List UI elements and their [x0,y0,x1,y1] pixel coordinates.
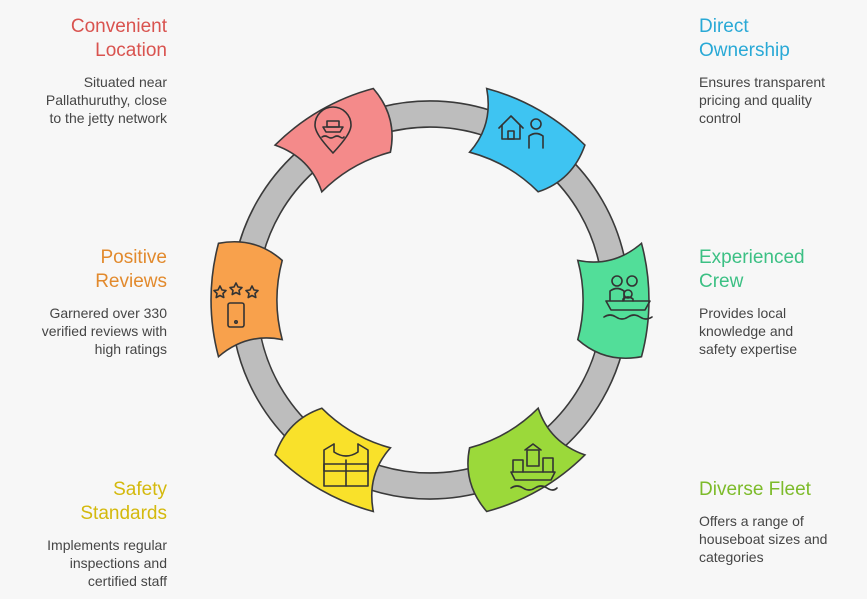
desc-line: Offers a range of [699,513,804,529]
label-description: Situated near Pallathuruthy, close to th… [46,73,167,127]
desc-line: knowledge and [699,323,794,339]
life-vest-icon [323,443,369,487]
crew-in-boat-icon [603,275,653,320]
title-line: Crew [699,271,744,292]
label-diverse-fleet: Diverse Fleet Offers a range of houseboa… [699,478,827,566]
title-line: Safety [113,479,167,500]
desc-line: Implements regular [47,537,167,553]
label-title: Safety Standards [47,478,167,526]
houseboat-location-pin-icon [314,106,352,154]
label-description: Implements regular inspections and certi… [47,536,167,590]
title-line: Convenient [70,16,167,37]
ring-segments [210,87,650,513]
desc-line: inspections and [69,555,167,571]
desc-line: control [699,110,742,126]
desc-line: houseboat sizes and [699,531,828,547]
label-direct-ownership: Direct Ownership Ensures transparent pri… [699,15,825,127]
desc-line: Provides local [699,305,787,321]
desc-line: high ratings [94,341,167,357]
desc-line: verified reviews with [41,323,167,339]
title-line: Reviews [95,271,167,292]
label-positive-reviews: Positive Reviews Garnered over 330 verif… [42,246,167,358]
title-line: Direct [699,16,749,37]
label-description: Provides local knowledge and safety expe… [699,304,805,358]
label-experienced-crew: Experienced Crew Provides local knowledg… [699,246,805,358]
desc-line: to the jetty network [49,110,167,126]
label-safety-standards: Safety Standards Implements regular insp… [47,478,167,590]
desc-line: Pallathuruthy, close [45,92,167,108]
title-line: Positive [100,247,167,268]
desc-line: safety expertise [699,341,798,357]
title-line: Standards [80,503,167,524]
title-line: Location [95,40,167,61]
desc-line: certified staff [87,573,167,589]
ring-segment [210,240,284,359]
label-description: Ensures transparent pricing and quality … [699,73,825,127]
ring-connectors [234,100,626,500]
ring-segment [273,87,393,194]
label-title: Convenient Location [46,15,167,63]
desc-line: Situated near [83,74,167,90]
label-title: Experienced Crew [699,246,805,294]
desc-line: categories [699,549,764,565]
title-line: Diverse Fleet [699,479,811,500]
label-title: Diverse Fleet [699,478,827,502]
label-description: Offers a range of houseboat sizes and ca… [699,512,827,566]
desc-line: Garnered over 330 [49,305,167,321]
label-title: Direct Ownership [699,15,825,63]
stars-phone-icon [213,282,259,328]
desc-line: pricing and quality [699,92,812,108]
ring-segment [468,87,586,193]
label-description: Garnered over 330 verified reviews with … [42,304,167,358]
title-line: Experienced [699,247,805,268]
title-line: Ownership [699,40,790,61]
house-person-icon [498,115,544,149]
label-convenient-location: Convenient Location Situated near Pallat… [46,15,167,127]
label-title: Positive Reviews [42,246,167,294]
boat-fleet-icon [510,443,558,491]
segment-icons [213,106,653,491]
desc-line: Ensures transparent [699,74,826,90]
